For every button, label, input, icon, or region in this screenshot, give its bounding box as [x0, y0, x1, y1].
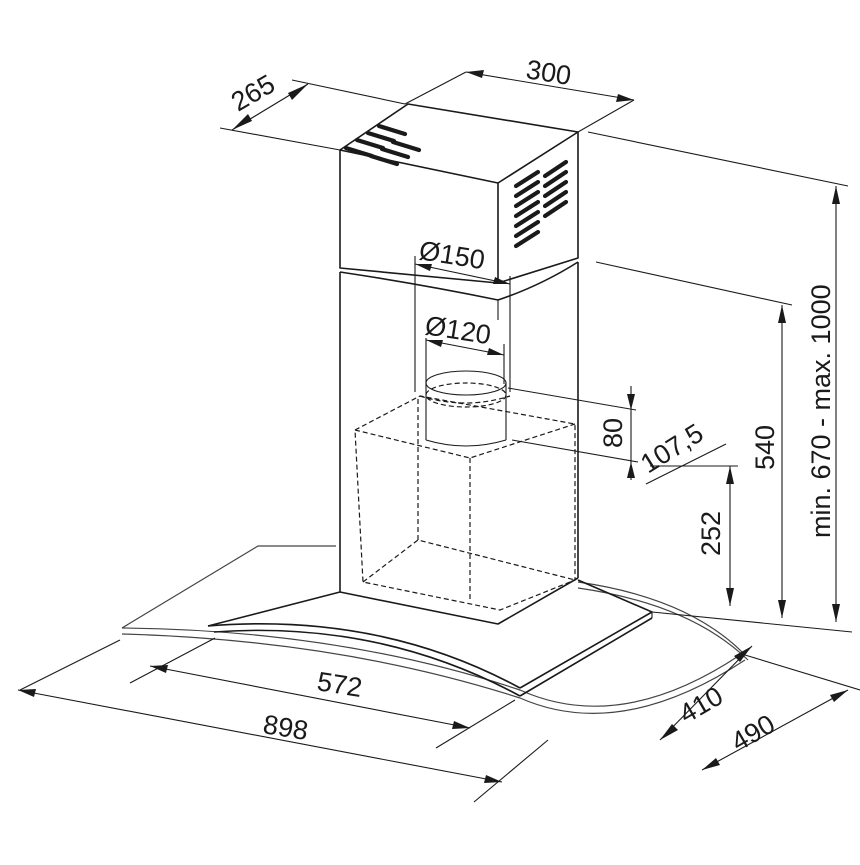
motor-offset-vertical-label: 80 [598, 418, 628, 448]
hood-base-filter [207, 579, 653, 697]
glass-depth-label: 490 [726, 709, 780, 758]
duct-collar [419, 370, 511, 447]
motor-offset-depth-label: 107,5 [635, 418, 708, 479]
filter-width-label: 572 [315, 666, 364, 703]
chimney-vent-slots [343, 123, 569, 249]
motor-housing-hidden [354, 395, 576, 611]
glass-canopy [121, 545, 749, 714]
total-height-range-label: min. 670 - max. 1000 [806, 284, 836, 538]
dimension-lines [17, 71, 860, 803]
filter-depth-label: 410 [674, 681, 728, 730]
chimney-depth-label: 265 [226, 69, 280, 118]
chimney-width-label: 300 [524, 54, 573, 91]
chimney-lower-section [339, 262, 579, 625]
glass-width-label: 898 [261, 709, 310, 746]
dimension-arrowheads [18, 70, 848, 783]
inner-duct-diameter-label: Ø120 [423, 310, 493, 350]
hood-body-height-label: 540 [750, 425, 780, 470]
motor-box-height-label: 252 [696, 511, 726, 556]
